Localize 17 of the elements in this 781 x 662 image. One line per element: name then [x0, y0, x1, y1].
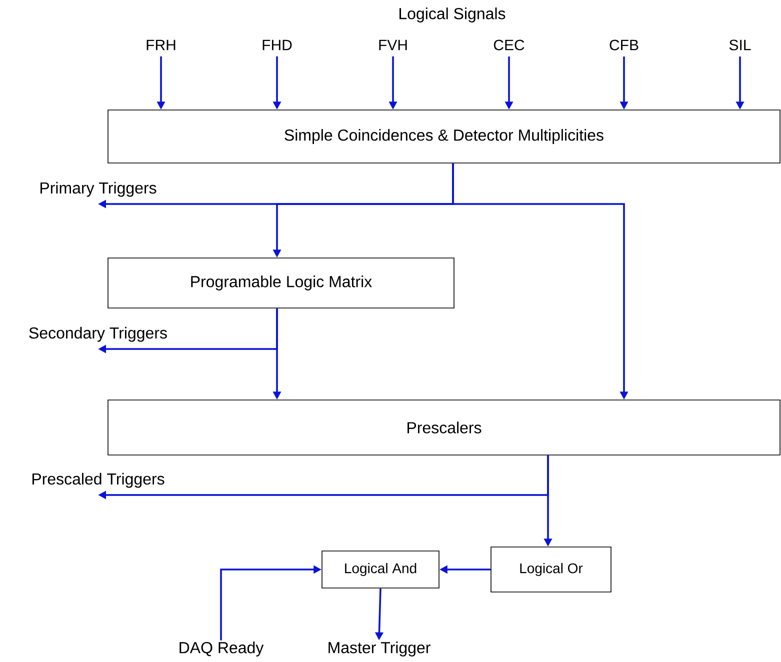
- process-box: Logical And: [322, 550, 440, 588]
- signal-label: FVH: [379, 40, 407, 50]
- signal-label: FRH: [146, 40, 176, 50]
- signal-label: SIL: [729, 40, 751, 50]
- signal-label: DAQ Ready: [180, 642, 264, 656]
- signal-label: CEC: [494, 40, 524, 50]
- signal-label: FHD: [262, 40, 292, 50]
- signal-label: Master Trigger: [328, 642, 430, 656]
- process-box: Simple Coincidences & Detector Multiplicities: [108, 110, 780, 164]
- signal-label: CFB: [610, 40, 638, 50]
- title: Logical Signals: [400, 8, 506, 22]
- output-label: Secondary Triggers: [29, 326, 167, 342]
- process-box: Logical Or: [490, 546, 612, 592]
- process-box: Prescalers: [108, 400, 780, 456]
- process-box: Programable Logic Matrix: [108, 258, 454, 308]
- output-label: Primary Triggers: [40, 182, 156, 197]
- output-label: Prescaled Triggers: [32, 472, 164, 488]
